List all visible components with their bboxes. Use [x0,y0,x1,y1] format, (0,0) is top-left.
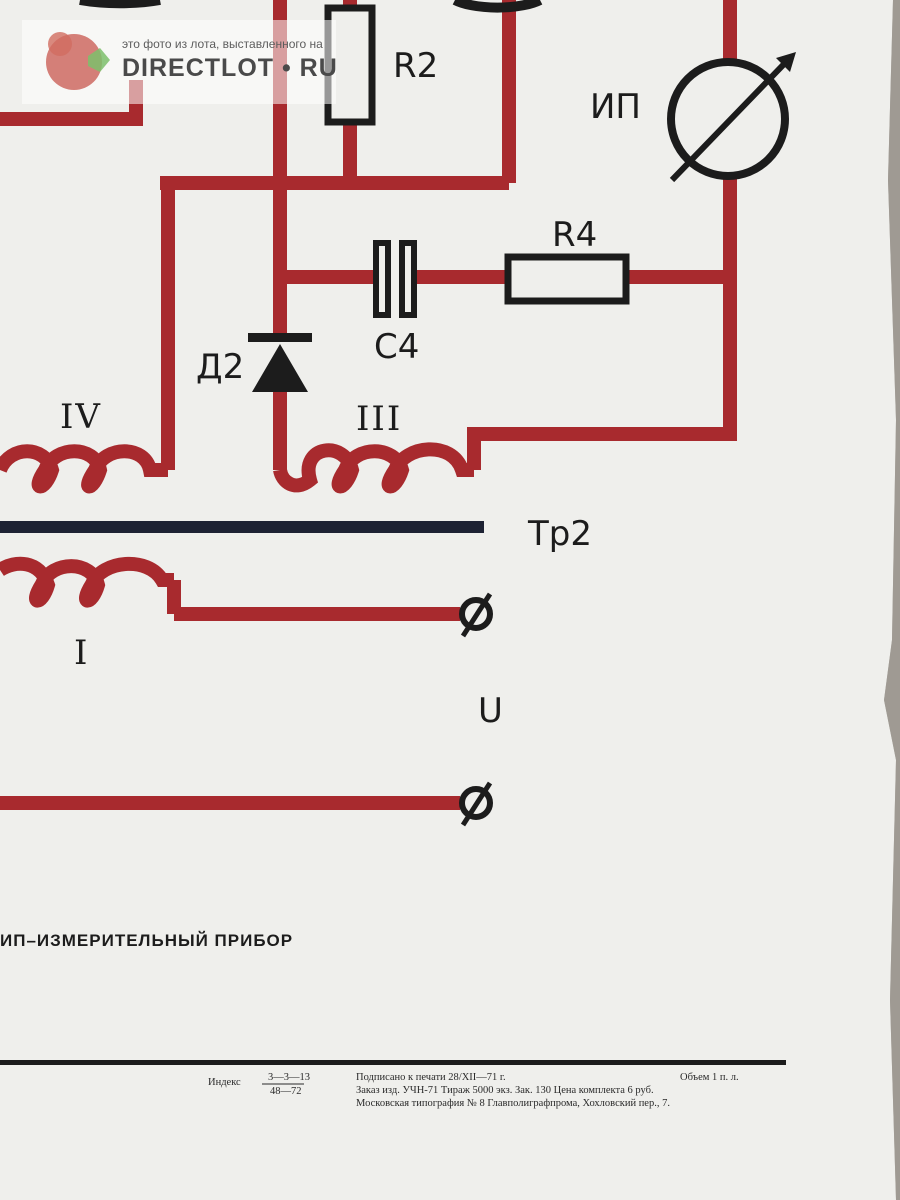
winding-iii-coil [273,442,474,494]
label-c4: C4 [374,327,419,367]
top-left-meter-outline [79,0,161,9]
svg-text:48—72: 48—72 [270,1086,302,1097]
label-d2: Д2 [196,347,244,387]
svg-text:Подписано к печати 28/XII—71 г: Подписано к печати 28/XII—71 г. [356,1072,506,1083]
label-winding-iv: IV [60,397,102,437]
label-transformer: Тр2 [527,514,592,554]
transformer-core [0,521,484,533]
resistor-r4 [504,253,630,305]
svg-text:3—3—13: 3—3—13 [268,1072,310,1083]
terminal-bottom[interactable] [459,781,493,827]
meter-ip [667,52,796,183]
label-winding-iii: III [356,399,402,439]
diode-d2 [248,333,312,392]
label-winding-i: I [74,633,89,673]
svg-text:DIRECTLOT • RU: DIRECTLOT • RU [122,54,338,82]
capacitor-c4 [373,240,417,318]
winding-i-coil [0,556,174,608]
label-r4: R4 [552,215,597,255]
legend-text: ИП–ИЗМЕРИТЕЛЬНЫЙ ПРИБОР [0,931,293,950]
svg-text:Заказ изд. УЧН-71 Тираж 500: Заказ изд. УЧН-71 Тираж 5000 экз. Зак. 1… [356,1085,654,1096]
top-right-meter-outline [452,0,543,13]
wiring [0,0,737,810]
svg-text:это фото из лота, выставленног: это фото из лота, выставленного на [122,37,323,51]
imprint-rule [0,1060,786,1065]
label-ip: ИП [590,87,641,127]
watermark: это фото из лота, выставленного на DIREC… [22,20,338,104]
paper-shadow-edge [884,0,900,1200]
svg-text:Индекс: Индекс [208,1077,241,1088]
winding-iv-coil [0,444,168,494]
imprint-block: Индекс 3—3—13 48—72 Подписано к печати 2… [208,1072,739,1109]
label-r2: R2 [393,46,438,86]
squirrel-logo-icon [46,32,110,90]
label-voltage: U [478,691,503,731]
terminal-top[interactable] [459,592,493,638]
svg-text:Объем 1 п. л.: Объем 1 п. л. [680,1072,739,1083]
svg-text:Московская типография № 8 Глав: Московская типография № 8 Главполиграфпр… [356,1098,670,1109]
